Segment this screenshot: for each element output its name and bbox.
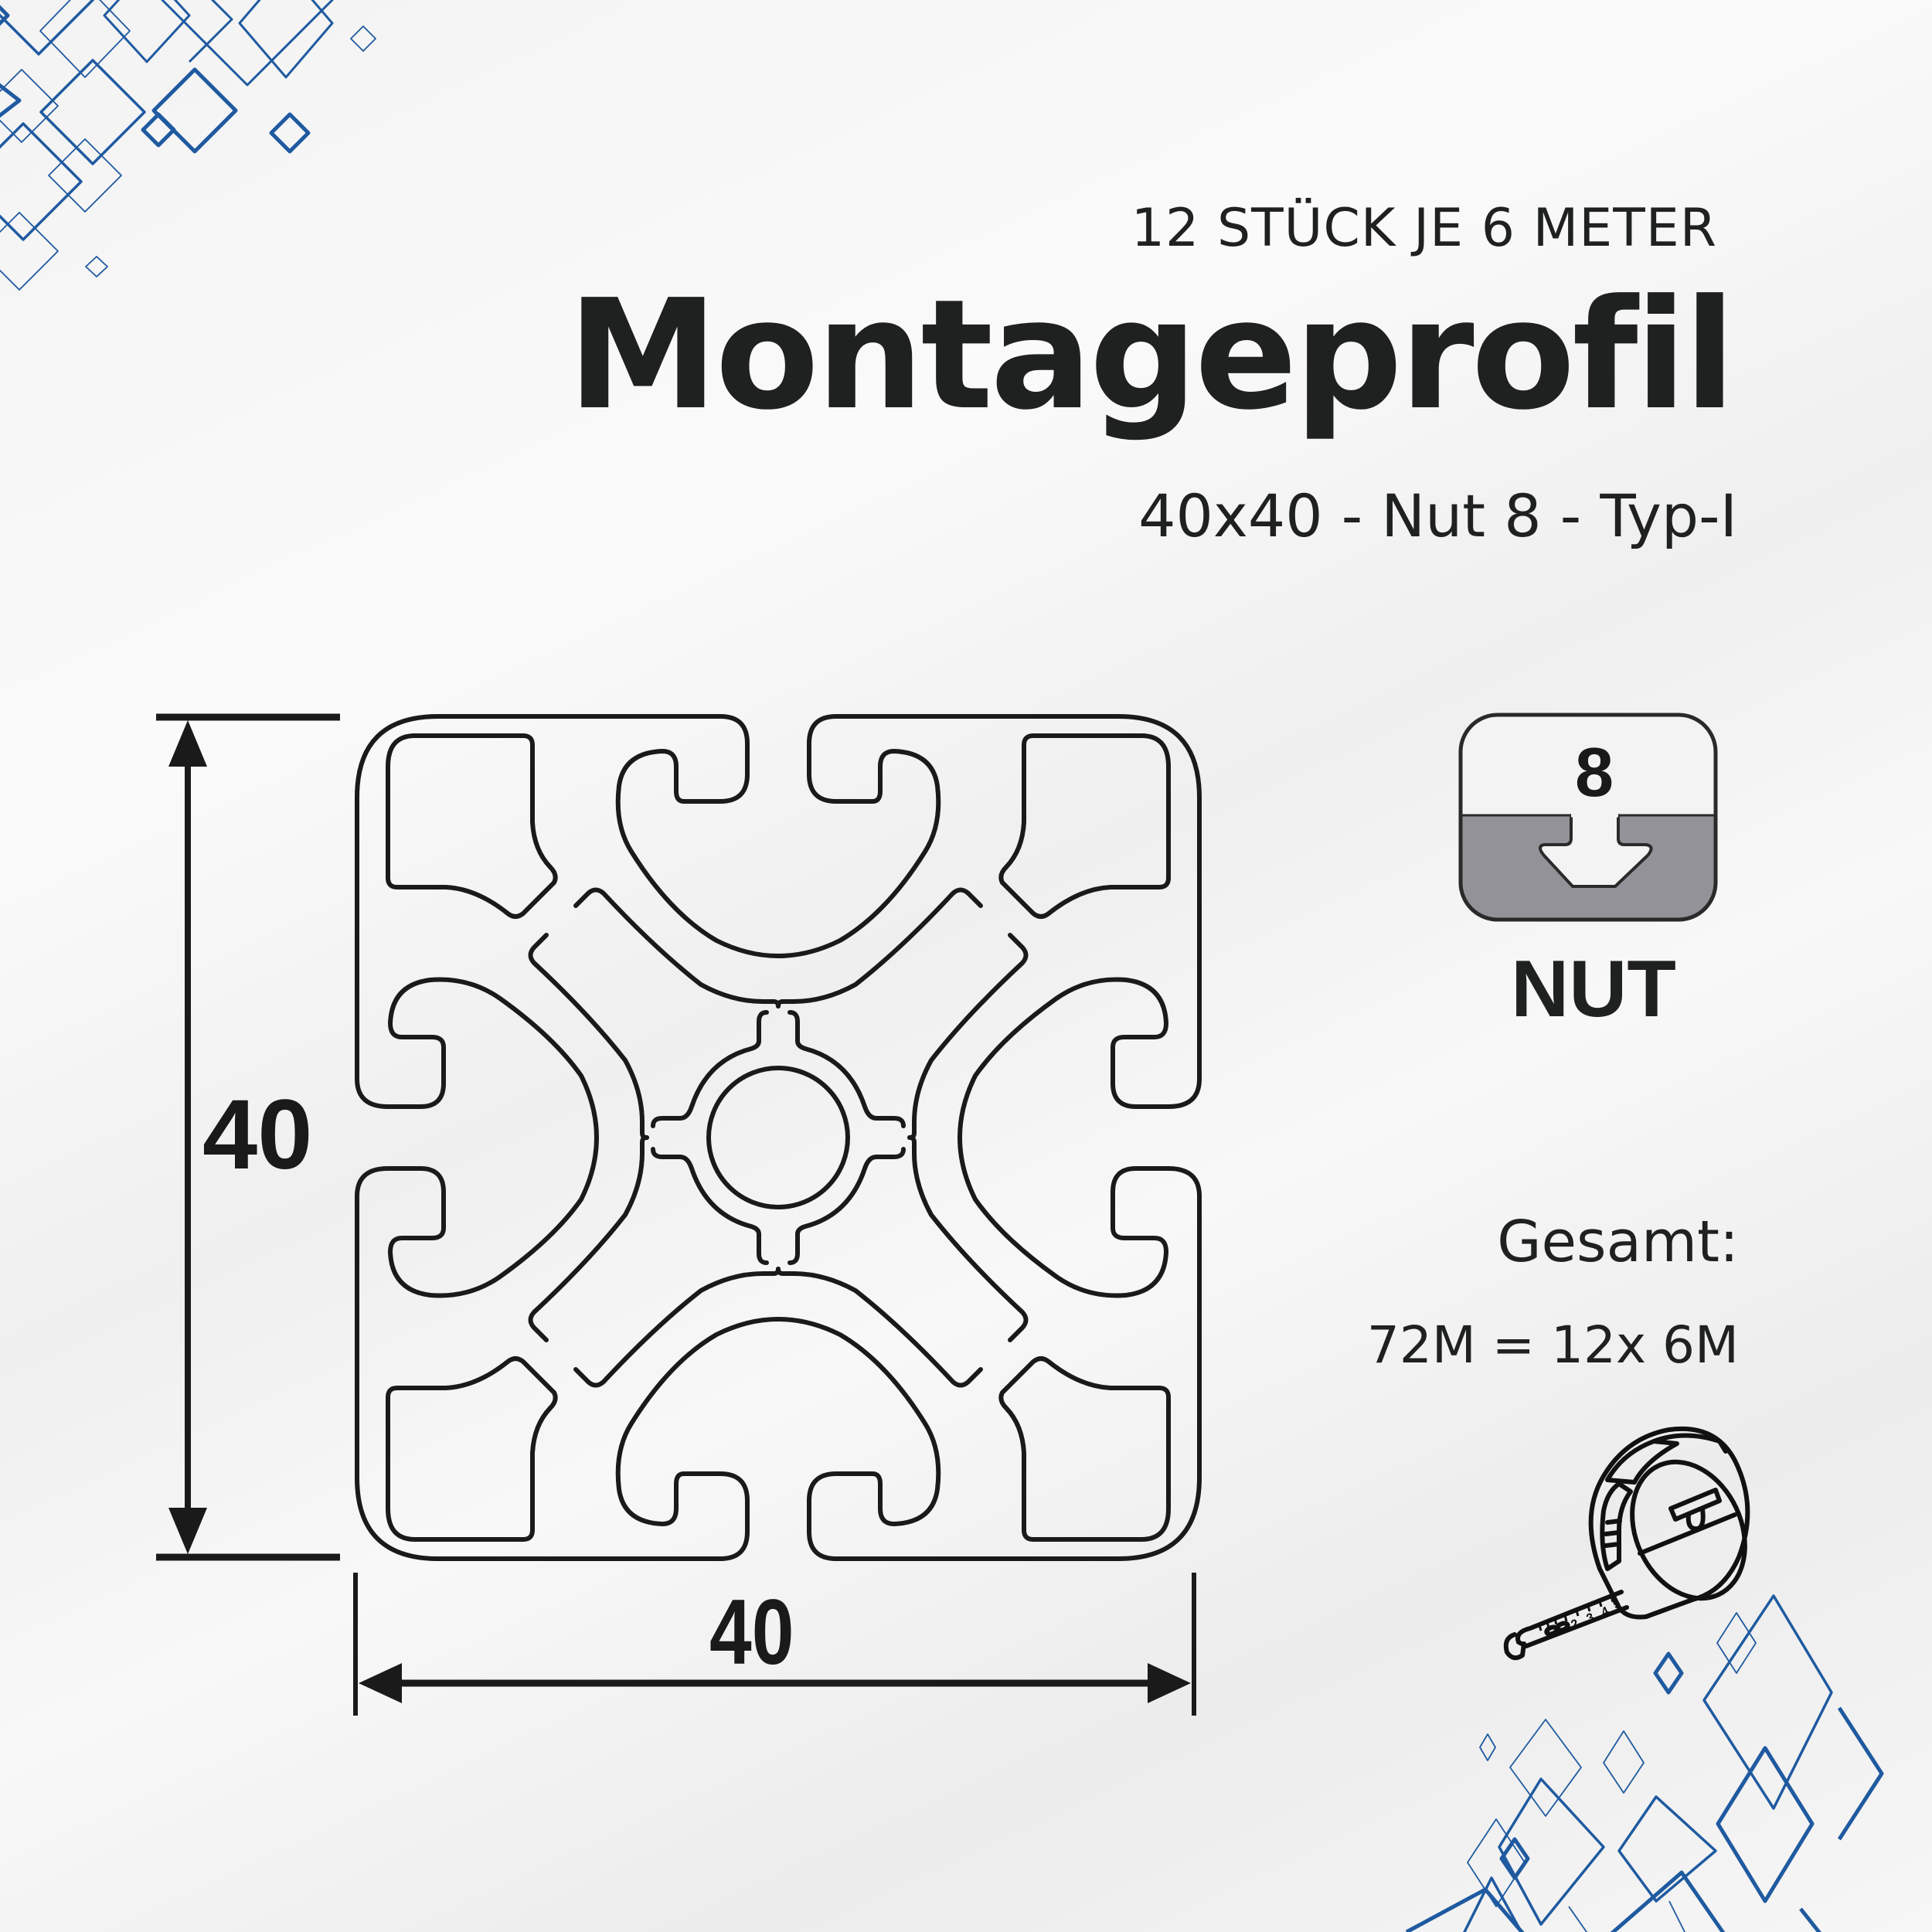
- spec-line: 40x40 - Nut 8 - Typ-I: [1138, 481, 1737, 550]
- total-value: 72M = 12x 6M: [1366, 1315, 1739, 1375]
- decorative-diamonds-top-left: [0, 0, 376, 291]
- nut-size-number: 8: [1575, 734, 1614, 811]
- height-dimension: [156, 713, 340, 1561]
- nut-8-slot-icon: 8: [1458, 713, 1718, 922]
- decorative-diamonds-bottom-right: [1405, 1594, 1884, 1932]
- height-label: 40: [202, 1080, 313, 1190]
- svg-text:5: 5: [1611, 1597, 1623, 1611]
- total-label: Gesamt:: [1497, 1209, 1739, 1275]
- page-title: Montageprofil: [567, 267, 1736, 444]
- tape-measure-icon: 2 3 4 5: [1503, 1426, 1750, 1661]
- width-dimension: [353, 1573, 1196, 1716]
- quantity-line: 12 STÜCK JE 6 METER: [1131, 198, 1717, 259]
- nut-label: NUT: [1511, 944, 1676, 1034]
- width-label: 40: [709, 1580, 794, 1684]
